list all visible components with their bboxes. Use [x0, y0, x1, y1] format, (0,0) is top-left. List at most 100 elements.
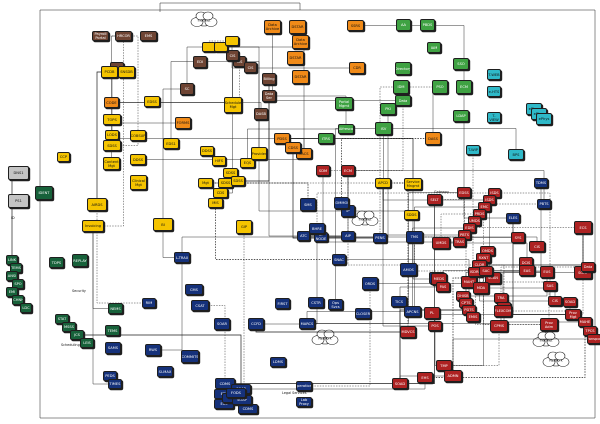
system-node: Content Mgt — [103, 157, 120, 170]
system-node: COMMON — [334, 197, 349, 209]
connection-line — [500, 266, 588, 298]
connection-line — [347, 170, 480, 266]
system-node: Data Archive — [264, 20, 281, 34]
connection-line — [96, 204, 149, 304]
system-node: ECM — [456, 80, 472, 94]
system-node: PSO — [432, 80, 448, 94]
system-node: AIRDS — [87, 198, 107, 211]
system-node: UMDS — [432, 237, 450, 249]
connection-line — [483, 258, 549, 325]
system-node: FORMS — [175, 117, 191, 129]
system-node: LDMS — [270, 357, 286, 367]
cloud-label: Network — [549, 359, 562, 363]
system-node: TRAS — [453, 237, 466, 247]
system-node: IAM — [427, 42, 441, 53]
system-node: EDSS — [457, 187, 471, 198]
system-node: DDSS — [130, 154, 146, 165]
system-node: LDAP — [453, 110, 469, 122]
system-node: T-VIEW — [487, 112, 501, 123]
system-node: SNAC — [332, 254, 346, 265]
system-node: DSTAR — [287, 51, 304, 65]
system-node: EDS1 — [163, 138, 179, 149]
connection-line — [412, 227, 470, 312]
system-node: SOAD — [563, 297, 577, 307]
network-cloud: Internet — [351, 210, 379, 226]
system-node: CDR — [349, 62, 365, 74]
system-node — [214, 42, 228, 52]
diagram-annotation: Legal Services — [282, 391, 307, 395]
system-node: SDSS — [223, 168, 238, 178]
system-node: CIS — [226, 50, 239, 61]
connection-line — [481, 286, 551, 289]
system-node: Ops Svcs — [328, 299, 343, 310]
system-node: SAC — [479, 266, 493, 276]
system-node: SDDS — [404, 210, 419, 220]
connection-line — [463, 87, 513, 219]
system-node: SI-MAX — [157, 366, 173, 377]
system-node: Transport — [587, 334, 600, 344]
system-node: Prov Adm — [540, 318, 558, 331]
system-node: L-TRAX — [174, 252, 190, 263]
system-node: AA — [396, 19, 411, 31]
system-node: SOAR — [214, 318, 230, 330]
system-node: Data — [395, 95, 411, 106]
system-node: SDM — [316, 165, 330, 176]
system-node: SDSS — [231, 176, 245, 186]
system-node: PS1 — [8, 194, 29, 208]
connection-line — [111, 55, 233, 103]
system-node: RWS — [145, 344, 161, 356]
system-node: PAS — [436, 282, 450, 292]
system-node: Service Mngmt — [404, 178, 422, 190]
system-node: SSRS — [347, 20, 364, 31]
system-node: CPMS — [490, 320, 508, 332]
system-node: SAMS — [105, 342, 121, 354]
system-node: MARCS — [299, 318, 315, 329]
system-node: CODE — [104, 97, 119, 108]
connection-line — [425, 322, 586, 378]
system-node: CSTR — [308, 297, 324, 308]
diagram-annotation: Gateway — [434, 190, 449, 194]
system-node: GIP — [236, 220, 252, 234]
system-node: CLOSER — [355, 308, 371, 319]
system-node: TICS — [391, 296, 407, 307]
system-node: EHS — [417, 372, 433, 383]
system-node: FIRST — [275, 298, 290, 309]
system-node: EMS — [140, 31, 157, 41]
connection-line — [414, 206, 485, 237]
system-node: REPLAY — [72, 254, 88, 267]
system-node: T-WEB — [487, 69, 501, 80]
system-node: COMMITS — [181, 350, 199, 363]
system-node: SYS — [511, 232, 525, 243]
system-node: Data Ser — [262, 90, 276, 102]
system-node: PCDB — [101, 66, 118, 78]
system-node: CCP — [57, 152, 70, 162]
system-node: PBTS — [537, 199, 551, 209]
connection-line — [269, 95, 347, 129]
network-cloud: Internet — [190, 11, 218, 27]
system-node: T-WIP — [466, 145, 480, 155]
system-node: FLEXCOM — [494, 305, 512, 317]
system-node: CDSS — [285, 142, 301, 153]
system-node: DNS1 — [8, 166, 29, 180]
system-node: Provider — [251, 147, 267, 160]
connection-line — [355, 25, 465, 87]
system-node: SAS — [543, 281, 557, 291]
system-node: APCNS — [404, 306, 421, 317]
system-node: TEMS — [105, 325, 120, 336]
system-node: Mgt — [198, 178, 213, 188]
system-node: TDPS — [49, 257, 64, 268]
system-node: LEIS — [80, 338, 94, 348]
system-node: TOPS — [103, 114, 121, 125]
connection-line — [170, 61, 240, 144]
system-node: CIS — [244, 62, 257, 73]
connection-line — [440, 213, 480, 243]
system-node: CIS — [548, 296, 562, 306]
system-node: CDS — [213, 188, 228, 198]
connection-line — [341, 138, 433, 203]
connection-line — [111, 122, 183, 135]
system-node: Data Archive — [292, 35, 309, 49]
system-node: MSSS — [62, 322, 76, 332]
system-node: ECM — [341, 165, 355, 176]
system-node: SSO — [453, 58, 469, 70]
system-node: BPS — [508, 149, 524, 160]
